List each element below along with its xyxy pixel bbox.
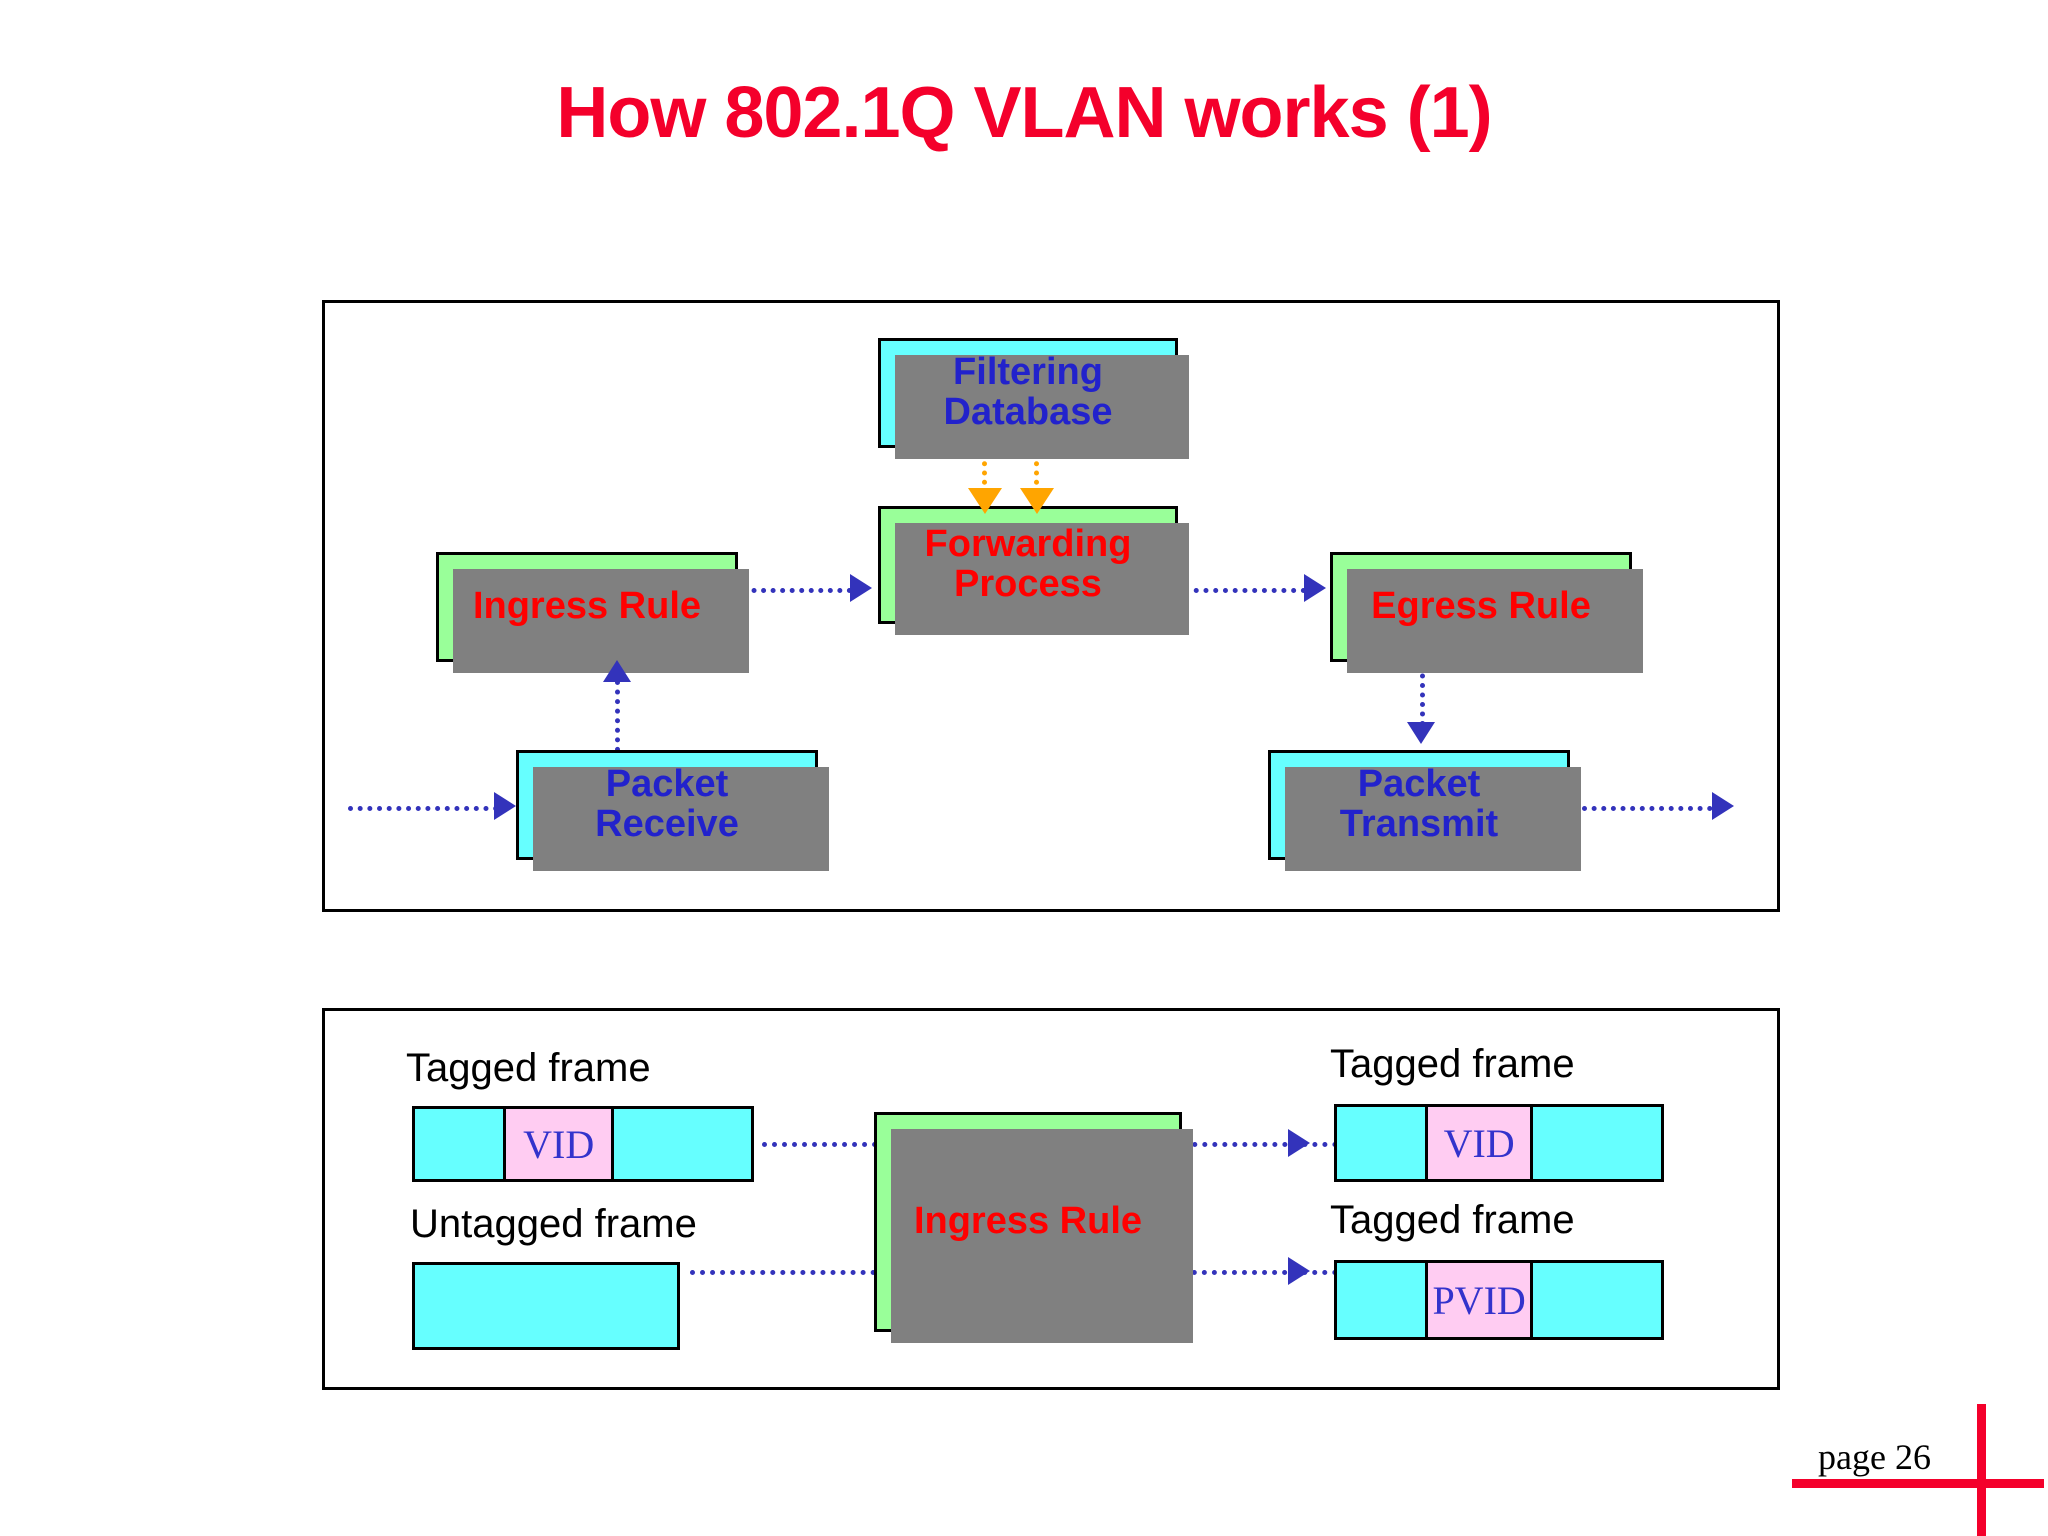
label-tagged-frame-in: Tagged frame xyxy=(406,1046,651,1090)
label-untagged-frame-in: Untagged frame xyxy=(410,1202,697,1246)
box-ingress-rule[interactable]: Ingress Rule xyxy=(436,552,749,673)
connector-packet-receive-to-ingress-rule xyxy=(615,680,620,752)
box-ingress-rule-bottom[interactable]: Ingress Rule xyxy=(874,1112,1193,1343)
arrowhead-tagged-frame-out-icon xyxy=(1288,1129,1310,1157)
connector-ingress-rule-to-forwarding-process xyxy=(742,588,852,593)
label-tagged-frame-out-1: Tagged frame xyxy=(1330,1042,1575,1086)
connector-filtering-database-to-forwarding-process-right xyxy=(1034,452,1039,494)
connector-external-to-packet-receive xyxy=(348,806,508,811)
frame-segment-head xyxy=(1337,1107,1426,1179)
arrowhead-forwarding-process-to-egress-rule-icon xyxy=(1304,574,1326,602)
frame-segment-vid: VID xyxy=(1425,1107,1533,1179)
frame-tagged-frame-out-2: PVID xyxy=(1334,1260,1664,1340)
arrowhead-packet-transmit-to-external-icon xyxy=(1712,792,1734,820)
box-ingress-rule-label: Ingress Rule xyxy=(472,585,702,628)
frame-segment-head xyxy=(415,1109,504,1179)
arrowhead-external-to-packet-receive-icon xyxy=(494,792,516,820)
frame-untagged-frame-in xyxy=(412,1262,680,1350)
frame-segment-vid: VID xyxy=(503,1109,614,1179)
connector-filtering-database-to-forwarding-process-left xyxy=(982,452,987,494)
box-egress-rule-label: Egress Rule xyxy=(1371,585,1591,628)
frame-tagged-frame-in: VID xyxy=(412,1106,754,1182)
arrowhead-egress-rule-to-packet-transmit-icon xyxy=(1407,722,1435,744)
frame-tagged-frame-out-1: VID xyxy=(1334,1104,1664,1182)
frame-segment-head xyxy=(1337,1263,1426,1337)
page-number: page 26 xyxy=(1818,1437,1931,1477)
connector-forwarding-process-to-egress-rule xyxy=(1184,588,1306,593)
arrowhead-ingress-rule-to-forwarding-process-icon xyxy=(850,574,872,602)
arrowhead-filtering-database-left-icon xyxy=(968,488,1002,514)
footer-rule-vertical xyxy=(1977,1404,1986,1536)
connector-packet-transmit-to-external xyxy=(1582,806,1722,811)
frame-segment-payload xyxy=(1532,1107,1661,1179)
page-title: How 802.1Q VLAN works (1) xyxy=(556,73,1492,153)
frame-segment-payload xyxy=(415,1265,677,1347)
connector-egress-rule-to-packet-transmit xyxy=(1420,664,1425,726)
arrowhead-filtering-database-right-icon xyxy=(1020,488,1054,514)
frame-segment-payload xyxy=(1532,1263,1661,1337)
footer-rule-horizontal xyxy=(1792,1479,2044,1488)
frame-segment-pvid: PVID xyxy=(1425,1263,1533,1337)
box-ingress-rule-bottom-label: Ingress Rule xyxy=(913,1200,1143,1243)
label-tagged-frame-out-2: Tagged frame xyxy=(1330,1198,1575,1242)
frame-segment-payload xyxy=(613,1109,751,1179)
arrowhead-packet-receive-to-ingress-rule-icon xyxy=(603,660,631,682)
box-egress-rule[interactable]: Egress Rule xyxy=(1330,552,1643,673)
arrowhead-pvid-frame-out-icon xyxy=(1288,1257,1310,1285)
